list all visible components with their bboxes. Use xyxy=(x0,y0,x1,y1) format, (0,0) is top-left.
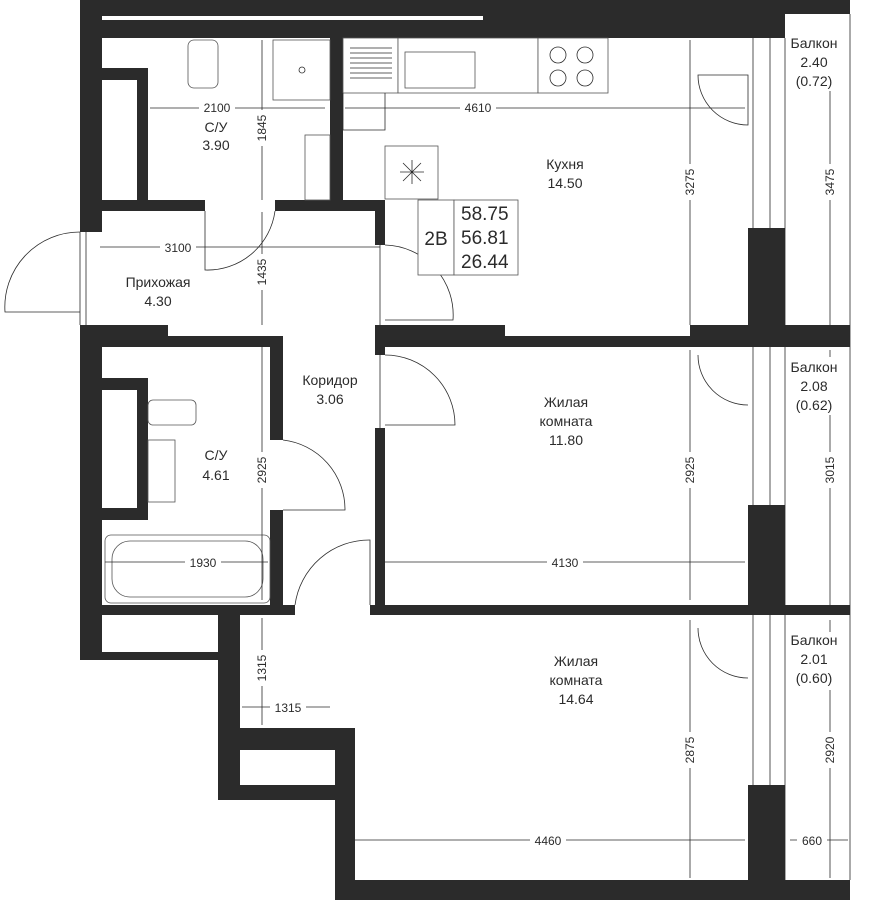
room-corridor: Коридор 3.06 xyxy=(302,372,358,407)
svg-text:3.06: 3.06 xyxy=(316,391,343,407)
svg-text:С/У: С/У xyxy=(205,447,228,463)
svg-text:Балкон: Балкон xyxy=(791,632,838,648)
room-labels: С/У 3.90 Кухня 14.50 Прихожая 4.30 Коридор 3… xyxy=(126,33,845,707)
room-living-2: Жилая комната 14.64 xyxy=(550,653,603,707)
svg-text:14.64: 14.64 xyxy=(558,691,593,707)
svg-text:3.90: 3.90 xyxy=(202,137,229,153)
dim-bath1-height: 1845 xyxy=(255,114,269,141)
svg-text:Жилая: Жилая xyxy=(544,394,588,410)
dim-niche-width: 1315 xyxy=(275,701,302,715)
dim-balcony1-height: 3475 xyxy=(823,168,837,195)
room-bathroom-1: С/У 3.90 xyxy=(202,119,229,153)
svg-text:2.08: 2.08 xyxy=(800,378,827,394)
dim-bath2-height: 2925 xyxy=(255,456,269,483)
room-living-1: Жилая комната 11.80 xyxy=(540,394,593,448)
fixtures xyxy=(104,37,609,604)
dim-balcony2-height: 3015 xyxy=(823,456,837,483)
area-reduced: 56.81 xyxy=(461,228,509,249)
dim-hall-width: 3100 xyxy=(165,241,192,255)
svg-text:комната: комната xyxy=(550,672,603,688)
dim-bath2-width: 1930 xyxy=(190,556,217,570)
windows xyxy=(79,14,851,880)
svg-text:Кухня: Кухня xyxy=(546,156,583,172)
toilet-icon xyxy=(187,39,219,89)
room-bathroom-2: С/У 4.61 xyxy=(202,447,229,483)
dim-room2-height: 2875 xyxy=(683,736,697,763)
stove-grid-icon xyxy=(342,37,399,94)
dim-bath1-width: 2100 xyxy=(204,101,231,115)
svg-text:С/У: С/У xyxy=(205,119,228,135)
room-hallway: Прихожая 4.30 xyxy=(126,274,191,309)
walls xyxy=(80,0,850,900)
svg-text:4.30: 4.30 xyxy=(144,293,171,309)
dim-room1-width: 4130 xyxy=(552,556,579,570)
svg-text:11.80: 11.80 xyxy=(549,432,583,448)
dim-hall-height: 1435 xyxy=(255,258,269,285)
dim-kitchen-height: 3275 xyxy=(683,168,697,195)
cooktop-icon xyxy=(537,37,609,94)
svg-text:(0.72): (0.72) xyxy=(796,73,833,89)
svg-text:(0.62): (0.62) xyxy=(796,397,833,413)
balcony-1: Балкон 2.40 (0.72) xyxy=(787,33,845,91)
balcony-3: Балкон 2.01 (0.60) xyxy=(787,632,845,690)
svg-text:2.40: 2.40 xyxy=(800,54,827,70)
sink-icon xyxy=(147,439,176,503)
dimension-labels: 2100 4610 3100 1930 4130 1315 4460 660 1… xyxy=(160,100,838,848)
shower-icon xyxy=(272,39,331,101)
dim-room2-width: 4460 xyxy=(535,834,562,848)
svg-text:Коридор: Коридор xyxy=(302,372,358,388)
sink-icon xyxy=(304,134,331,201)
apartment-summary: 2В 58.75 56.81 26.44 xyxy=(417,199,519,276)
svg-text:комната: комната xyxy=(540,413,593,429)
svg-text:2.01: 2.01 xyxy=(800,651,827,667)
area-total: 58.75 xyxy=(461,204,509,225)
svg-text:Жилая: Жилая xyxy=(554,653,598,669)
dim-kitchen-width: 4610 xyxy=(465,101,492,115)
svg-text:(0.60): (0.60) xyxy=(796,670,833,686)
svg-text:Балкон: Балкон xyxy=(791,359,838,375)
toilet-icon xyxy=(147,399,197,426)
dim-niche-height: 1315 xyxy=(255,654,269,681)
dim-room1-height: 2925 xyxy=(683,456,697,483)
svg-text:14.50: 14.50 xyxy=(547,175,582,191)
dim-balcony3-height: 2920 xyxy=(823,736,837,763)
balcony-2: Балкон 2.08 (0.62) xyxy=(787,357,845,415)
room-kitchen: Кухня 14.50 xyxy=(546,156,583,191)
dim-balcony3-width: 660 xyxy=(802,834,822,848)
svg-text:Балкон: Балкон xyxy=(791,35,838,51)
area-living: 26.44 xyxy=(461,252,509,273)
svg-text:Прихожая: Прихожая xyxy=(126,274,191,290)
apartment-type: 2В xyxy=(424,229,447,250)
svg-text:4.61: 4.61 xyxy=(202,467,229,483)
doors[interactable] xyxy=(4,74,749,679)
